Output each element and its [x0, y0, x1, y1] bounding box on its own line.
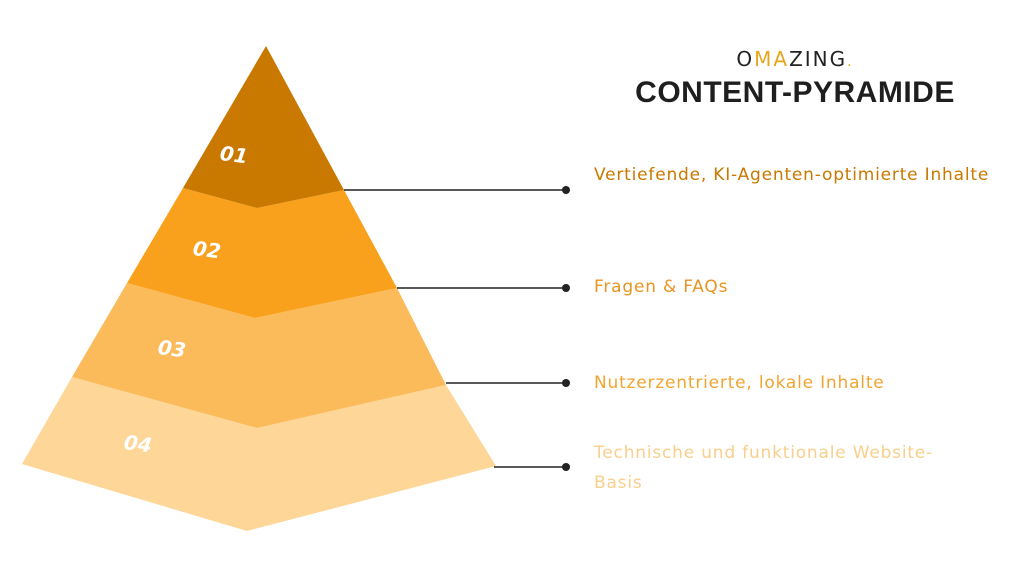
connector-dot-2 — [562, 284, 570, 292]
tier-number-4: 04 — [122, 430, 153, 458]
tier-number-2: 02 — [191, 236, 222, 264]
pyramid-tier-2 — [127, 188, 397, 318]
diagram-title: CONTENT-PYRAMIDE — [635, 76, 955, 109]
tier-label-4: Technische und funktionale Website-Basis — [594, 443, 934, 493]
connector-dot-4 — [562, 463, 570, 471]
tier-label-3: Nutzerzentrierte, lokale Inhalte — [594, 373, 885, 393]
pyramid-tier-1 — [183, 46, 344, 208]
connector-lines — [344, 186, 570, 471]
tier-number-1: 01 — [218, 141, 249, 169]
tier-number-3: 03 — [156, 335, 187, 363]
pyramid-tier-3 — [72, 283, 446, 428]
tier-label-1: Vertiefende, KI-Agenten-optimierte Inhal… — [594, 165, 990, 185]
pyramid-tier-4 — [22, 377, 496, 531]
omazing-logo: OMAZING. — [736, 47, 854, 71]
tier-label-2: Fragen & FAQs — [594, 277, 729, 297]
connector-dot-3 — [562, 379, 570, 387]
connector-dot-1 — [562, 186, 570, 194]
brand-header: OMAZING. CONTENT-PYRAMIDE — [620, 48, 970, 111]
